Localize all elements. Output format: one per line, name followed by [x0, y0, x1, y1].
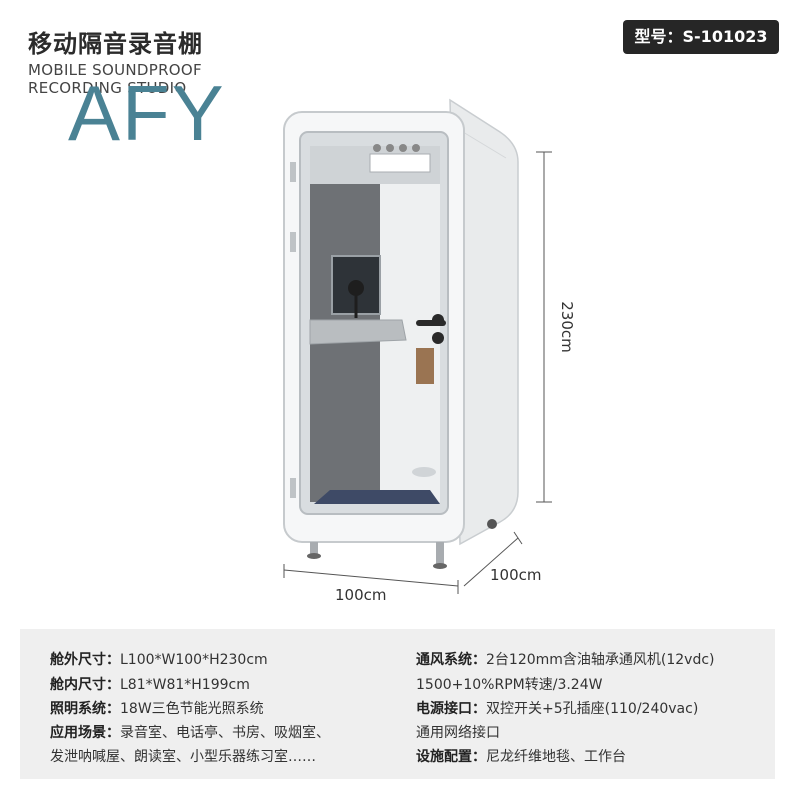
- spec-label: 照明系统：: [50, 701, 120, 717]
- height-dimension-label: 230cm: [557, 301, 576, 353]
- side-shelf: [416, 348, 434, 384]
- nylon-carpet: [314, 490, 440, 504]
- spec-power-cont: 通用网络接口: [416, 725, 500, 741]
- spec-label: 舱外尺寸：: [50, 652, 120, 668]
- door-lock: [432, 314, 444, 326]
- depth-dimension-line: [463, 537, 519, 587]
- spec-label: 舱内尺寸：: [50, 677, 120, 693]
- page-title: 移动隔音录音棚: [28, 30, 203, 58]
- spec-scenario-cont: 发泄呐喊屋、朗读室、小型乐器练习室……: [50, 749, 316, 765]
- spec-value: L100*W100*H230cm: [120, 652, 268, 668]
- model-badge: 型号：S-101023: [623, 20, 779, 54]
- spec-value: 录音室、电话亭、书房、吸烟室、: [120, 725, 330, 741]
- spec-ventilation-cont: 1500+10%RPM转速/3.24W: [416, 677, 603, 693]
- spec-ventilation: 通风系统：2台120mm含油轴承通风机(12vdc): [416, 649, 715, 669]
- ventilation-icon: [373, 144, 381, 152]
- spec-lighting: 照明系统：18W三色节能光照系统: [50, 698, 264, 718]
- phone-icon: [386, 144, 394, 152]
- subtitle-line-2: RECORDING STUDIO: [28, 79, 187, 97]
- spec-label: 电源接口：: [416, 701, 486, 717]
- spec-scenario: 应用场景：录音室、电话亭、书房、吸烟室、: [50, 722, 330, 742]
- spec-label: 应用场景：: [50, 725, 120, 741]
- brand-logo-text: AFY: [68, 69, 226, 157]
- ceiling-light: [369, 153, 431, 173]
- spec-value: 18W三色节能光照系统: [120, 701, 264, 717]
- light-icon: [412, 144, 420, 152]
- spec-value: 双控开关+5孔插座(110/240vac): [486, 701, 699, 717]
- spec-panel: 舱外尺寸：L100*W100*H230cm 舱内尺寸：L81*W81*H199c…: [20, 629, 775, 779]
- fan-icon: [399, 144, 407, 152]
- spec-value: 2台120mm含油轴承通风机(12vdc): [486, 652, 715, 668]
- spec-power: 电源接口：双控开关+5孔插座(110/240vac): [416, 698, 698, 718]
- microphone-icon: [348, 280, 364, 296]
- door-lock-2: [432, 332, 444, 344]
- spec-outer-size: 舱外尺寸：L100*W100*H230cm: [50, 649, 268, 669]
- spec-inner-size: 舱内尺寸：L81*W81*H199cm: [50, 674, 250, 694]
- work-desk: [309, 319, 407, 345]
- width-dimension-line: [283, 569, 459, 587]
- spec-label: 设施配置：: [416, 749, 486, 765]
- spec-label: 通风系统：: [416, 652, 486, 668]
- spec-value: 尼龙纤维地毯、工作台: [486, 749, 626, 765]
- depth-dimension-label: 100cm: [490, 566, 542, 584]
- spec-equipment: 设施配置：尼龙纤维地毯、工作台: [416, 746, 626, 766]
- subtitle-line-1: MOBILE SOUNDPROOF: [28, 61, 202, 79]
- width-dimension-label: 100cm: [335, 586, 387, 604]
- booth-side-panel: [449, 98, 519, 546]
- spec-value: L81*W81*H199cm: [120, 677, 250, 693]
- booth-illustration: [283, 98, 552, 594]
